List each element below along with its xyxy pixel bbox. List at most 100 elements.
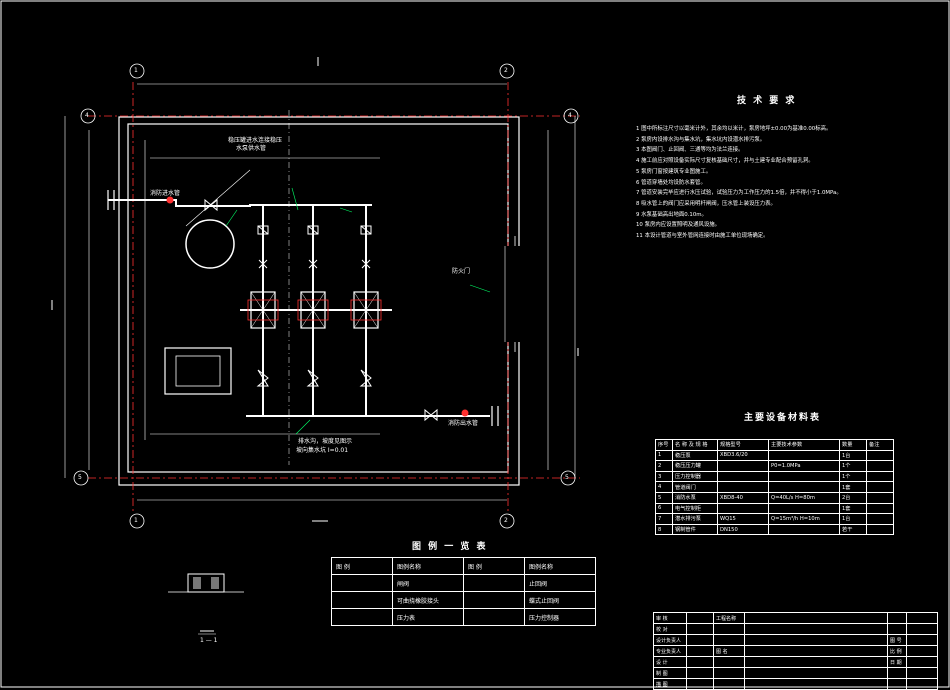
- title-block-cell: [713, 667, 745, 679]
- equipment-cell: [717, 460, 769, 472]
- equipment-cell: [866, 513, 894, 525]
- pressure-tank: [185, 219, 235, 269]
- equipment-cell: 1套: [839, 481, 867, 493]
- section-detail: [168, 573, 244, 635]
- tech-note: 8 吸水管上的阀门应采用明杆闸阀，压水管上装设压力表。: [636, 200, 776, 207]
- tech-note: 2 泵房内设排水沟与集水坑，集水坑内设潜水排污泵。: [636, 136, 766, 143]
- equipment-table-title: 主要设备材料表: [744, 413, 822, 423]
- title-block-cell: 设 计: [653, 656, 687, 668]
- table-row: 审 核工程名称: [653, 612, 938, 624]
- equipment-cell: [768, 470, 840, 483]
- equipment-cell: 稳压压力罐: [672, 460, 718, 472]
- drain-note-2: 坡向集水坑 I=0.01: [296, 447, 349, 454]
- legend-cell: 止回阀: [524, 574, 596, 592]
- section-label: 1 — 1: [200, 637, 218, 644]
- equipment-cell-header: 规格型号: [717, 439, 769, 451]
- equipment-cell: 2台: [839, 491, 867, 504]
- equipment-cell: 3: [655, 470, 673, 483]
- title-block-cell: [713, 656, 745, 668]
- axis-bubble-2-bottom: 2: [504, 517, 508, 524]
- axis-bubble-1-bottom: 1: [134, 517, 138, 524]
- title-block-cell: [686, 634, 714, 646]
- equipment-cell: 1个: [839, 470, 867, 483]
- title-block-cell: [744, 667, 888, 679]
- title-block-cell: [744, 623, 888, 635]
- axis-bubble-4-right: 4: [568, 112, 572, 119]
- tech-note: 9 水泵基础高出地面0.10m。: [636, 211, 707, 218]
- legend-cell: 闸阀: [392, 574, 464, 592]
- legend-cell-header: 图 例: [463, 557, 525, 575]
- table-row: 可曲挠橡胶接头蝶式止回阀: [331, 591, 596, 609]
- door-label: 防火门: [452, 268, 471, 275]
- legend-cell: [463, 608, 525, 626]
- equipment-cell: 2: [655, 460, 673, 472]
- equipment-cell: [717, 502, 769, 515]
- legend-cell-header: 图例名称: [524, 557, 596, 575]
- equipment-cell-header: 备注: [866, 439, 894, 451]
- equipment-cell: DN150: [717, 523, 769, 536]
- equipment-cell: [717, 481, 769, 493]
- legend-cell: 压力表: [392, 608, 464, 626]
- equipment-cell: XBD8-40: [717, 491, 769, 504]
- title-block-cell: [906, 656, 938, 668]
- legend-cell: [331, 591, 393, 609]
- title-block-cell: 专业负责人: [653, 645, 687, 657]
- title-block: 审 核工程名称校 对设计负责人图 号专业负责人图 名比 例设 计日 期制 图描 …: [653, 612, 938, 690]
- tech-note: 6 管道穿墙处均设防水套管。: [636, 179, 706, 186]
- equipment-cell: [866, 470, 894, 483]
- door-opening: [500, 246, 520, 342]
- equipment-cell-header: 名 称 及 规 格: [672, 439, 718, 451]
- title-block-cell: [887, 612, 907, 624]
- leader-lines: [225, 187, 491, 435]
- axis-bubble-2-top: 2: [504, 67, 508, 74]
- title-block-cell: [744, 645, 888, 657]
- equipment-cell: 若干: [839, 523, 867, 536]
- drain-note-1: 排水沟，坡度见图示: [298, 438, 353, 445]
- table-row: 校 对: [653, 623, 938, 635]
- title-block-cell: [713, 634, 745, 646]
- legend-cell: [331, 608, 393, 626]
- title-block-cell: [744, 656, 888, 668]
- title-block-cell: 比 例: [887, 645, 907, 657]
- control-cabinet: [164, 347, 232, 395]
- equipment-cell: [768, 523, 840, 536]
- equipment-cell: [866, 523, 894, 536]
- tech-note: 7 管道安装完毕应进行水压试验，试验压力为工作压力的1.5倍，并不得小于1.0M…: [636, 190, 842, 197]
- axis-bubble-4-left: 4: [85, 112, 89, 119]
- outlet-label: 消防出水管: [448, 420, 479, 427]
- pipe-note-2: 水泵供水管: [236, 145, 267, 152]
- title-block-cell: 审 核: [653, 612, 687, 624]
- tech-notes: 1 图中所标注尺寸以毫米计外，其余均以米计，泵房地坪±0.00为基准0.00标高…: [636, 124, 936, 242]
- inlet-valve-dot: [166, 196, 174, 204]
- title-block-cell: 日 期: [887, 656, 907, 668]
- legend-cell: [463, 591, 525, 609]
- tech-note: 3 本图阀门、止回阀、三通等均为法兰连接。: [636, 147, 744, 154]
- title-block-cell: [686, 656, 714, 668]
- equipment-cell: 7: [655, 513, 673, 525]
- equipment-cell-header: 主要技术参数: [768, 439, 840, 451]
- axis-bubble-5-left: 5: [78, 474, 82, 481]
- tech-note: 5 泵房门窗按建筑专业图施工。: [636, 168, 712, 175]
- title-block-cell: 图 号: [887, 634, 907, 646]
- legend-cell-header: 图例名称: [392, 557, 464, 575]
- equipment-cell-header: 数量: [839, 439, 867, 451]
- dimension-lines: [64, 83, 576, 501]
- equipment-cell: 8: [655, 523, 673, 536]
- equipment-cell: P0=1.0MPa: [768, 460, 840, 472]
- equipment-cell: 1套: [839, 502, 867, 515]
- equipment-cell: 5: [655, 491, 673, 504]
- equipment-cell: 1台: [839, 449, 867, 462]
- table-row: 闸阀 止回阀: [331, 574, 596, 592]
- legend-cell: [331, 574, 393, 592]
- table-row: 设 计日 期: [653, 656, 938, 668]
- equipment-cell: 6: [655, 502, 673, 515]
- equipment-cell: 1台: [839, 513, 867, 525]
- tech-note: 4 施工前应对照设备实际尺寸复核基础尺寸，并与土建专业配合预留孔洞。: [636, 158, 814, 165]
- section-markers: [51, 57, 579, 522]
